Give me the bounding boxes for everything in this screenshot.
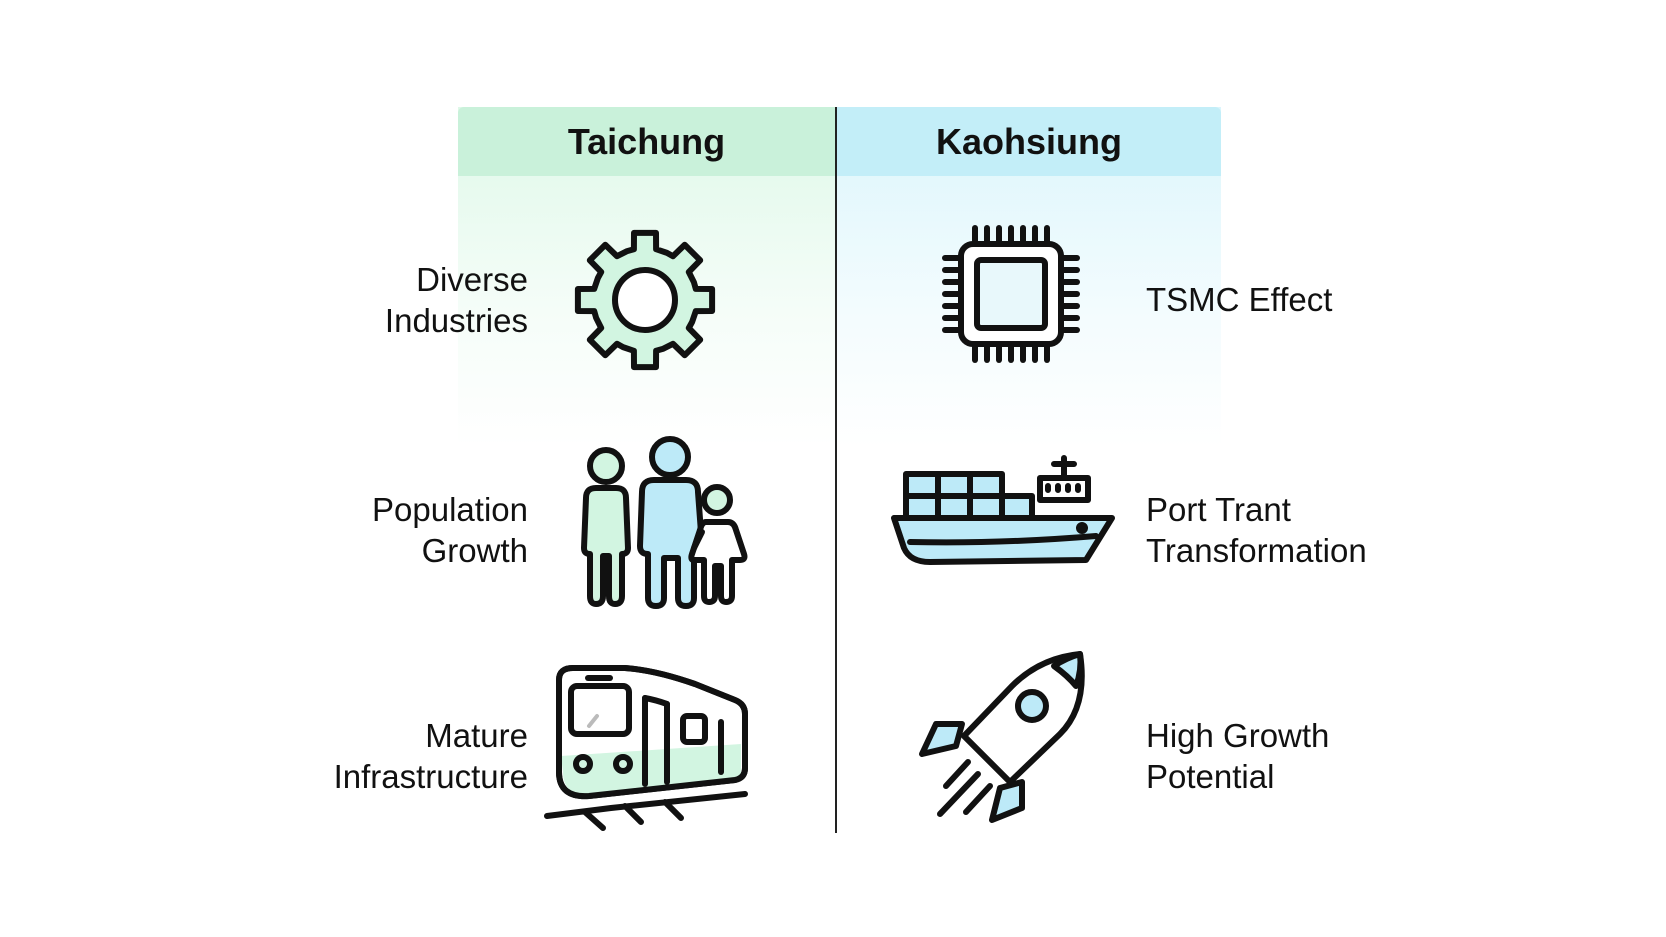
diverse-industries-label: Diverse Industries (384, 261, 528, 339)
port-transformation-label: Port Trant Transformation (1146, 491, 1367, 569)
tsmc-effect-label: TSMC Effect (1146, 281, 1333, 318)
mature-infrastructure-label: Mature Infrastructure (333, 717, 528, 795)
family-icon (568, 436, 768, 609)
kaohsiung-header: Kaohsiung (837, 107, 1221, 176)
gear-icon (571, 226, 719, 374)
rocket-icon (919, 650, 1096, 828)
population-growth-label: Population Growth (372, 491, 528, 569)
taichung-header: Taichung (458, 107, 835, 176)
microchip-icon (942, 225, 1080, 363)
high-growth-potential-label: High Growth Potential (1146, 717, 1330, 795)
column-divider (835, 107, 837, 833)
cargo-ship-icon (890, 452, 1122, 572)
train-icon (544, 660, 767, 831)
